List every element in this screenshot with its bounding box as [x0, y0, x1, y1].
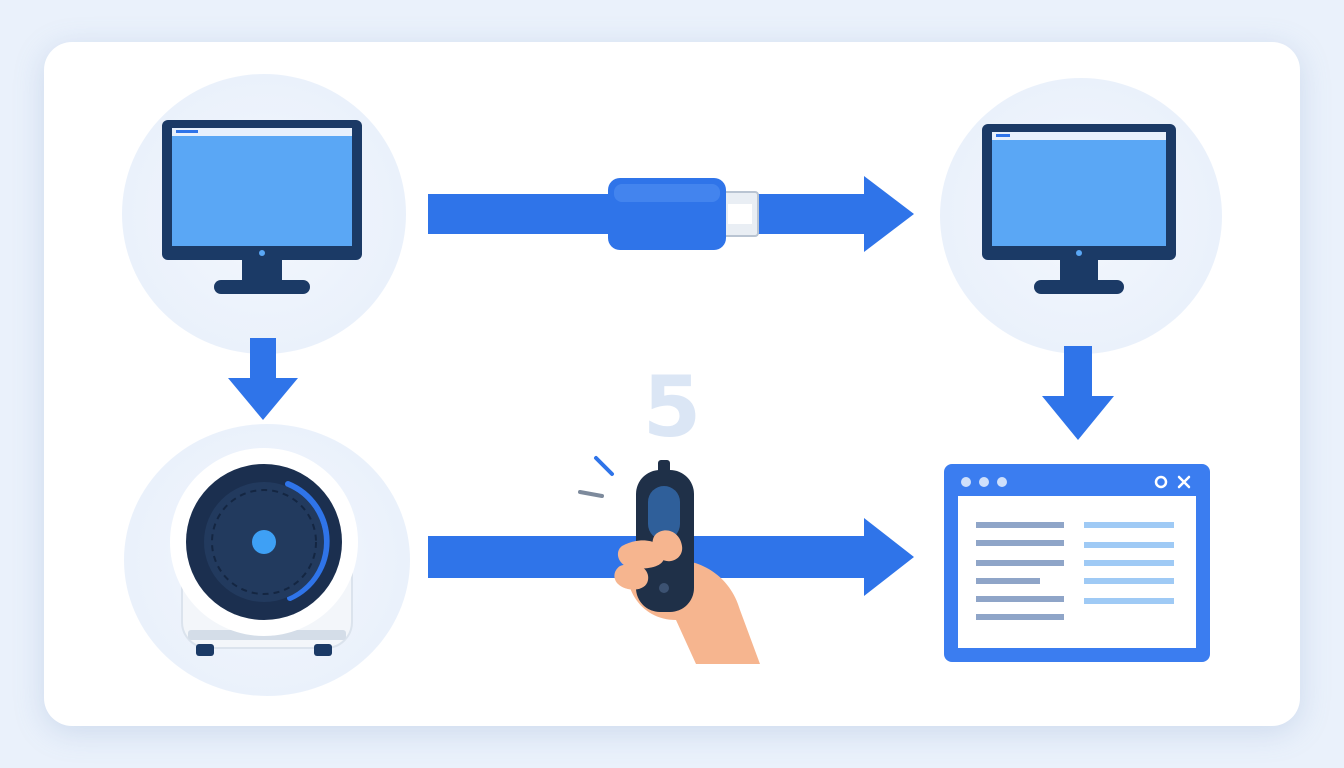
- step-number: 5: [642, 358, 702, 456]
- monitor-icon: [982, 124, 1176, 294]
- usb-drive-icon: [608, 178, 759, 250]
- hard-drive-icon: [170, 448, 358, 656]
- arrow-down-left: [228, 338, 298, 420]
- monitor-icon: [162, 120, 362, 294]
- application-window-icon: [944, 464, 1210, 662]
- arrow-down-right: [1042, 346, 1114, 440]
- hand-remote-icon: [578, 456, 760, 664]
